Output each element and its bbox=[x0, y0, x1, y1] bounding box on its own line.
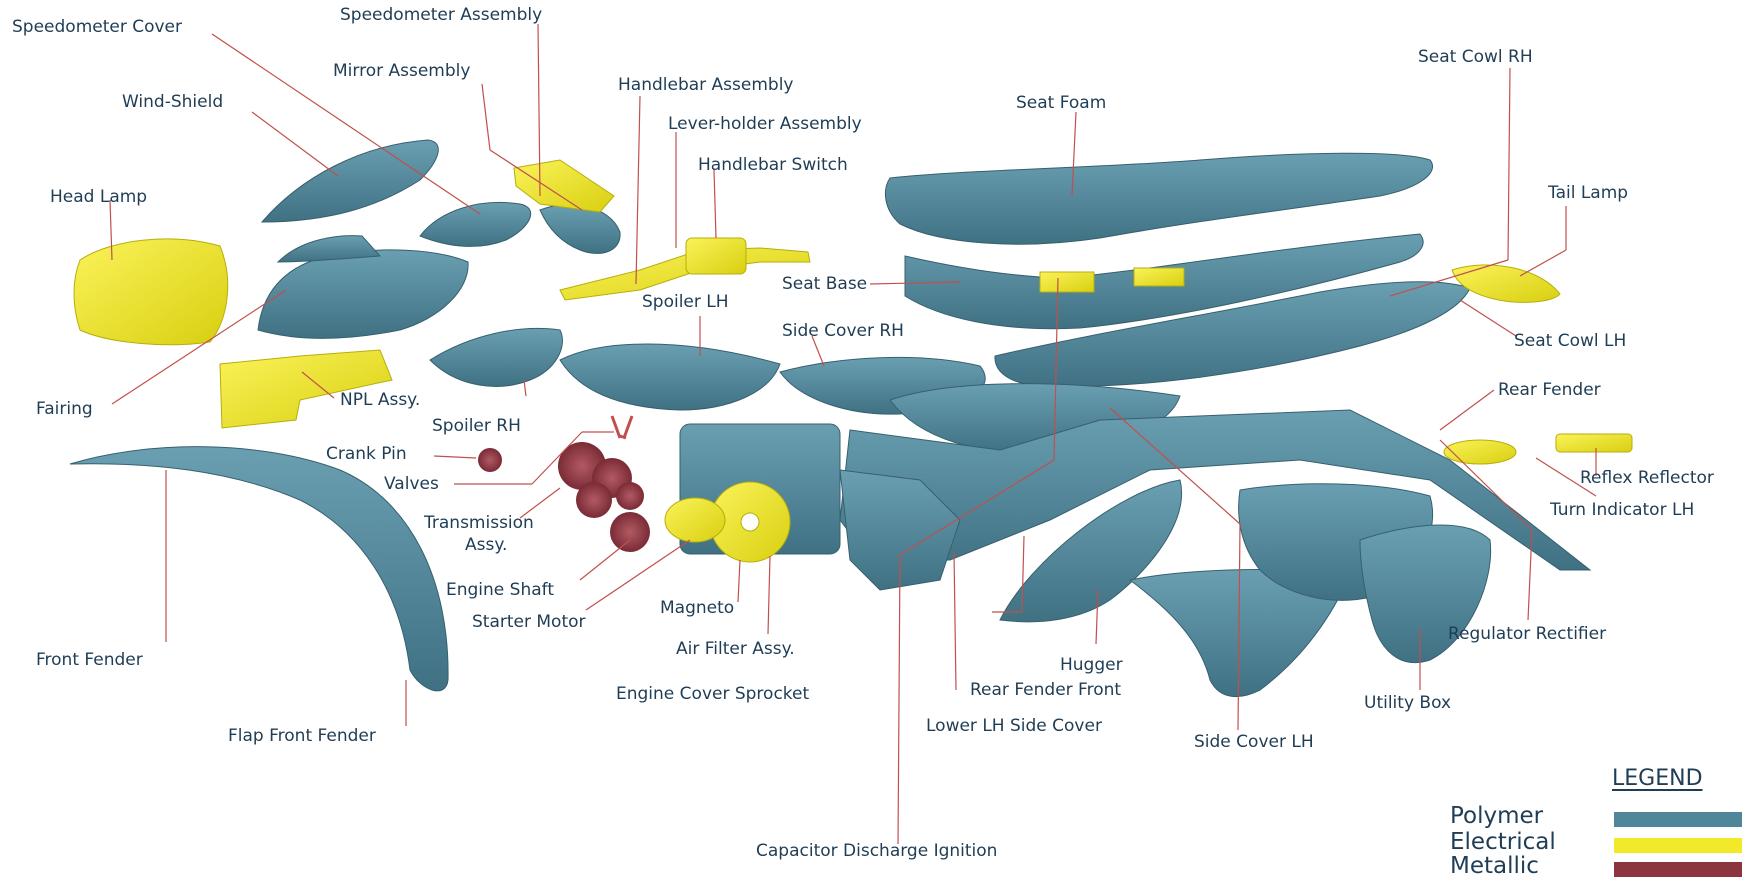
fairing-part bbox=[258, 250, 468, 338]
legend-swatch-metallic bbox=[1614, 862, 1742, 877]
speedometer-cover-part bbox=[420, 202, 531, 246]
label-rear-fender-front: Rear Fender Front bbox=[970, 680, 1121, 700]
label-head-lamp: Head Lamp bbox=[50, 187, 147, 207]
seat-connector-part-2 bbox=[1134, 268, 1184, 286]
label-valves: Valves bbox=[384, 474, 439, 494]
label-regulator-rectifier: Regulator Rectifier bbox=[1448, 624, 1606, 644]
legend-swatch-electrical bbox=[1614, 838, 1742, 853]
engine-shaft-part bbox=[610, 512, 650, 552]
label-side-cover-rh: Side Cover RH bbox=[782, 321, 904, 341]
label-turn-indicator-lh: Turn Indicator LH bbox=[1550, 500, 1694, 520]
legend-title: LEGEND bbox=[1612, 766, 1703, 791]
label-transmission: Transmission bbox=[424, 513, 534, 533]
seat-connector-part bbox=[1040, 272, 1094, 292]
crank-pin-part bbox=[478, 448, 502, 472]
label-handlebar-switch: Handlebar Switch bbox=[698, 155, 848, 175]
wind-shield-part bbox=[262, 140, 438, 222]
legend-label-metallic: Metallic bbox=[1450, 853, 1539, 878]
label-starter-motor: Starter Motor bbox=[472, 612, 586, 632]
label-handlebar-assembly: Handlebar Assembly bbox=[618, 75, 794, 95]
label-seat-cowl-lh: Seat Cowl LH bbox=[1514, 331, 1626, 351]
legend-swatch-polymer bbox=[1614, 812, 1742, 827]
handlebar-switch-part bbox=[686, 238, 746, 274]
transmission-gear-3 bbox=[576, 482, 612, 518]
label-speedometer-assembly: Speedometer Assembly bbox=[340, 5, 542, 25]
label-seat-base: Seat Base bbox=[782, 274, 867, 294]
label-utility-box: Utility Box bbox=[1364, 693, 1451, 713]
label-air-filter-assy: Air Filter Assy. bbox=[676, 639, 795, 659]
label-spoiler-lh: Spoiler LH bbox=[642, 292, 729, 312]
label-engine-cover-sprocket: Engine Cover Sprocket bbox=[616, 684, 809, 704]
label-rear-fender: Rear Fender bbox=[1498, 380, 1601, 400]
turn-indicator-part bbox=[1444, 440, 1516, 464]
reflex-reflector-part bbox=[1556, 434, 1632, 452]
label-seat-cowl-rh: Seat Cowl RH bbox=[1418, 47, 1533, 67]
label-front-fender: Front Fender bbox=[36, 650, 143, 670]
label-speedometer-cover: Speedometer Cover bbox=[12, 17, 182, 37]
label-lever-holder-assembly: Lever-holder Assembly bbox=[668, 114, 862, 134]
label-reflex-reflector: Reflex Reflector bbox=[1580, 468, 1714, 488]
legend-label-polymer: Polymer bbox=[1450, 803, 1543, 829]
label-tail-lamp: Tail Lamp bbox=[1548, 183, 1628, 203]
transmission-gear-4 bbox=[616, 482, 644, 510]
label-transmission-assy: Assy. bbox=[465, 535, 507, 555]
npl-assy-part bbox=[220, 350, 392, 428]
label-wind-shield: Wind-Shield bbox=[122, 92, 223, 112]
label-seat-foam: Seat Foam bbox=[1016, 93, 1106, 113]
label-capacitor-discharge-ignition: Capacitor Discharge Ignition bbox=[756, 841, 997, 861]
head-lamp-part bbox=[74, 239, 228, 345]
label-lower-lh-side-cover: Lower LH Side Cover bbox=[926, 716, 1102, 736]
label-crank-pin: Crank Pin bbox=[326, 444, 407, 464]
starter-motor-part bbox=[665, 498, 725, 542]
label-flap-front-fender: Flap Front Fender bbox=[228, 726, 376, 746]
spoiler-rh-part bbox=[430, 328, 562, 386]
label-mirror-assembly: Mirror Assembly bbox=[333, 61, 470, 81]
label-spoiler-rh: Spoiler RH bbox=[432, 416, 521, 436]
valves-part bbox=[612, 416, 632, 438]
spoiler-lh-part bbox=[560, 344, 780, 410]
speedometer-assembly-part bbox=[514, 160, 614, 212]
label-side-cover-lh: Side Cover LH bbox=[1194, 732, 1314, 752]
label-magneto: Magneto bbox=[660, 598, 734, 618]
label-engine-shaft: Engine Shaft bbox=[446, 580, 554, 600]
tail-lamp-part bbox=[1452, 265, 1560, 302]
label-hugger: Hugger bbox=[1060, 655, 1123, 675]
label-npl-assy: NPL Assy. bbox=[340, 390, 420, 410]
speedometer-housing-part bbox=[540, 205, 620, 254]
legend-label-electrical: Electrical bbox=[1450, 829, 1556, 855]
label-fairing: Fairing bbox=[36, 399, 93, 419]
seat-foam-part bbox=[885, 153, 1432, 244]
